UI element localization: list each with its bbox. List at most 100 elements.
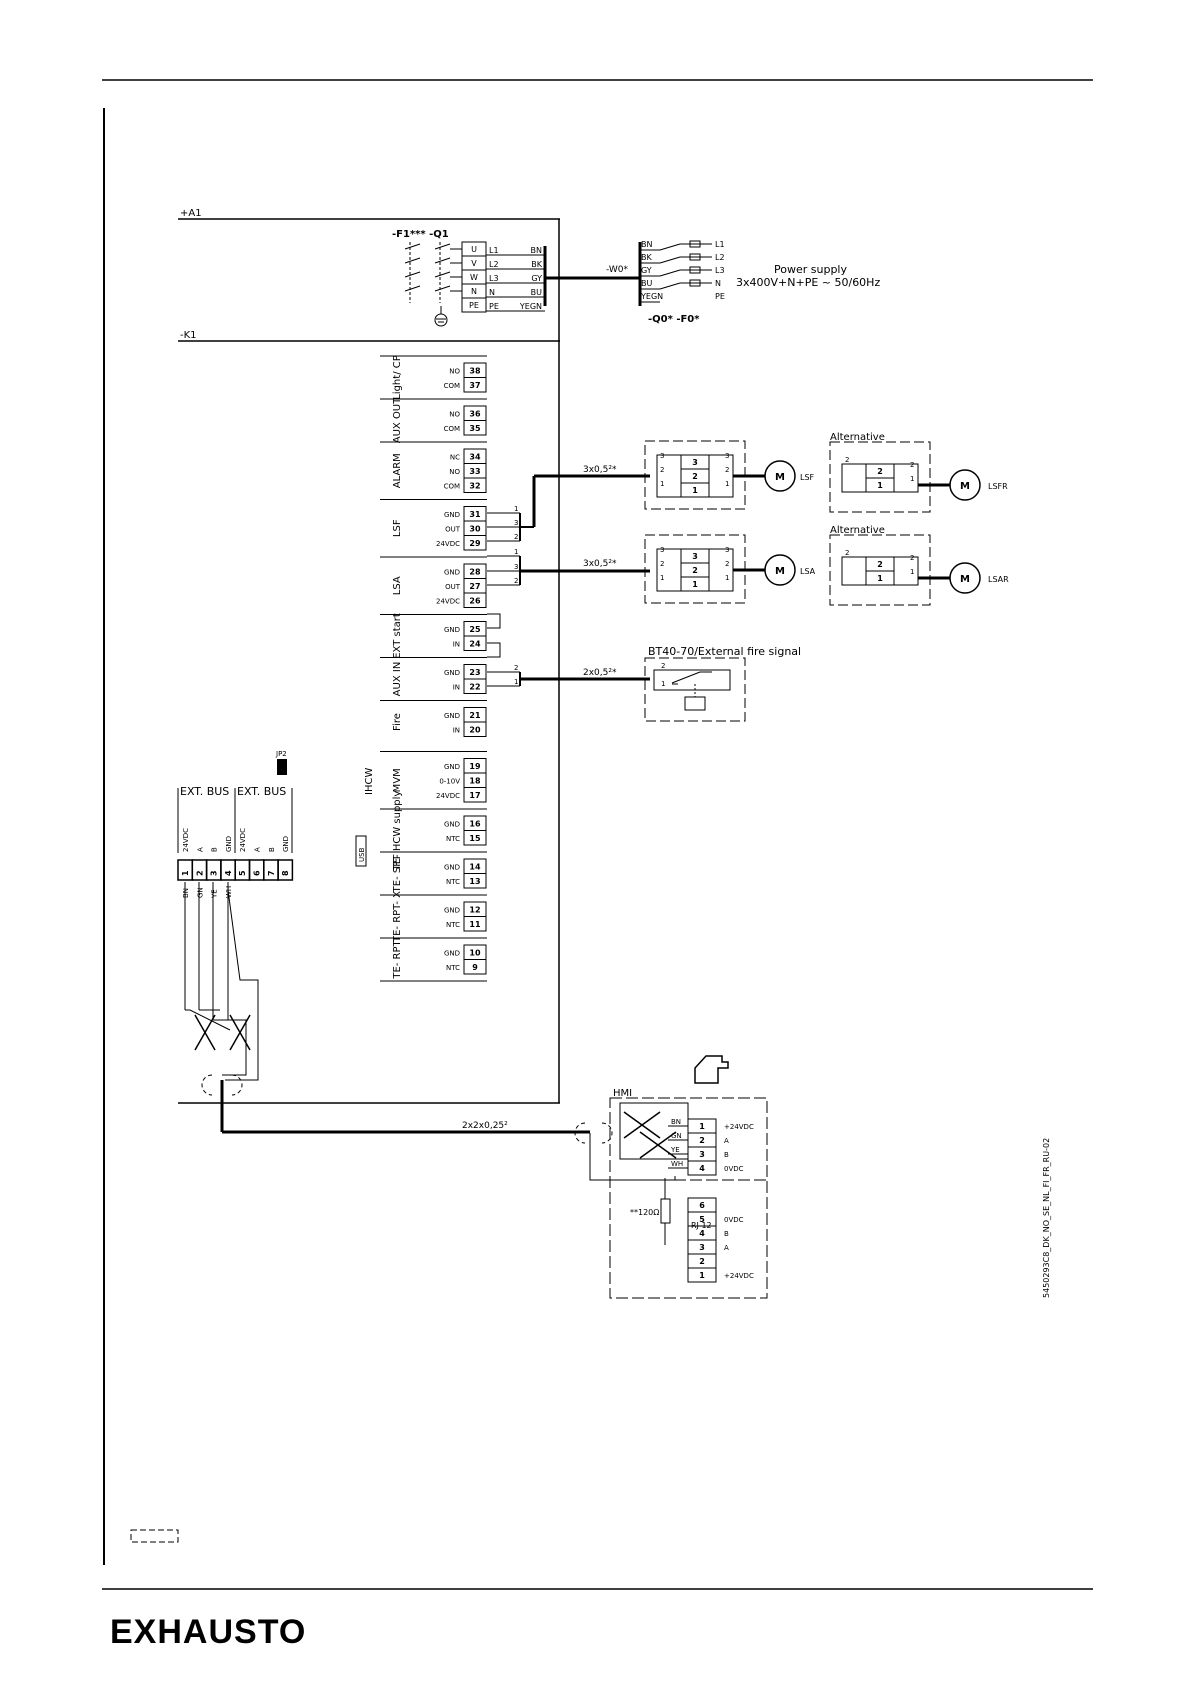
svg-text:2: 2 [514,577,518,585]
ext-bus-signal: GND [225,836,233,852]
switch-contact [404,243,421,250]
terminal-number: 24 [469,640,481,649]
w0-label: -W0* [606,265,629,275]
ext-bus-terminal-number: 7 [267,870,276,876]
usb-label: USB [358,847,366,862]
hmi-terminal-number: 2 [699,1136,705,1145]
svg-text:1: 1 [514,678,518,686]
motor-symbol: M [960,574,970,585]
breaker-terminal-label: W [470,273,478,282]
ext-bus-wire-color: GN [196,887,204,898]
terminal-signal: NC [450,454,460,462]
terminal-signal: NTC [446,921,460,929]
alternative-label-2: Alternative [830,525,885,536]
motor-label: LSAR [988,575,1009,584]
resistor-label: **120Ω [630,1208,659,1217]
motor-icon [949,562,981,594]
terminal-number: 28 [469,568,481,577]
terminal-signal: COM [444,483,460,491]
group-label: TE- RPT- X [392,891,403,943]
svg-text:3: 3 [514,563,518,571]
alternative-pin-right: 2 [910,554,914,562]
terminal-signal: 24VDC [436,598,460,606]
motor-label: LSF [800,473,815,482]
terminal-number: 18 [469,777,481,786]
terminal-signal: NO [449,468,460,476]
ext-bus-terminal-cell [263,859,279,881]
terminal-cell [463,787,487,803]
connector-pin-left: 1 [660,480,664,488]
terminal-number: 12 [469,906,480,915]
hmi-terminal-number: 4 [699,1164,705,1173]
rj12-signal: +24VDC [724,1272,754,1280]
ihcw-label: IHCW [364,768,375,795]
motor-icon [949,469,981,501]
line-color-code: YEGN [519,302,542,311]
terminal-signal: GND [444,763,460,771]
alternative-pin-cell [865,570,895,586]
hmi-cable-label: 2x2x0,25² [462,1121,508,1131]
hmi-terminal-number: 1 [699,1122,705,1131]
connector-pin-left: 2 [660,560,664,568]
terminal-number: 16 [469,820,481,829]
terminal-number: 26 [469,597,481,606]
motor-icon [764,460,796,492]
ext-bus-terminal-cell [234,859,251,881]
hmi-wire-color: BN [671,1118,681,1126]
terminal-signal: GND [444,669,460,677]
ext-bus-signal: B [268,847,276,852]
terminal-signal: GND [444,821,460,829]
terminal-signal: NTC [446,878,460,886]
alternative-pin-number: 2 [877,560,883,569]
hmi-terminal-signal: A [724,1137,729,1145]
terminal-number: 31 [469,510,481,519]
hmi-wire-color: YE [670,1146,680,1154]
line-label: PE [489,302,499,311]
alternative-pin-right: 1 [910,568,914,576]
supply-line-label: L3 [715,266,725,275]
rj12-signal: B [724,1230,729,1238]
terminal-signal: GND [444,950,460,958]
motor-label: LSA [800,567,816,576]
ground-icon [434,306,448,327]
connector-pin-left: 3 [660,546,664,554]
connector-pin-left: 3 [660,452,664,460]
connector-pin-number: 1 [692,580,698,589]
ext-bus-label-2: EXT. BUS [237,785,286,798]
alternative-pin-number: 2 [877,467,883,476]
terminal-cell [463,377,487,393]
connector-pin-number: 2 [692,472,698,481]
terminal-number: 9 [472,963,478,972]
supply-switch [659,269,681,277]
legend-symbol [130,1529,179,1543]
line-label: N [489,288,495,297]
connector-pin-right: 2 [725,560,729,568]
terminal-number: 17 [469,791,480,800]
line-label: L1 [489,246,499,255]
ext-bus-signal: GND [282,836,290,852]
jumpers [487,613,501,658]
terminal-number: 30 [469,525,481,534]
terminal-number: 20 [469,726,481,735]
rj12-pin-number: 5 [699,1215,705,1224]
breaker-terminal-label: V [471,259,477,268]
supply-color-code: BK [641,253,652,262]
terminal-signal: IN [453,684,460,692]
q0-f0-label: -Q0* -F0* [648,314,700,325]
line-color-code: BU [531,288,542,297]
ext-bus-terminal-number: 2 [195,870,204,876]
terminal-signal: IN [453,641,460,649]
connector-pin-cell [680,576,710,592]
supply-switch [659,282,681,290]
ext-bus-signal: 24VDC [239,828,247,852]
terminal-number: 32 [469,482,480,491]
terminal-signal: OUT [445,583,461,591]
ext-bus-signal: B [211,847,219,852]
ext-bus-terminal-number: 1 [181,870,190,876]
terminal-number: 15 [469,834,481,843]
line-color-code: GY [531,274,542,283]
terminal-number: 22 [469,683,480,692]
